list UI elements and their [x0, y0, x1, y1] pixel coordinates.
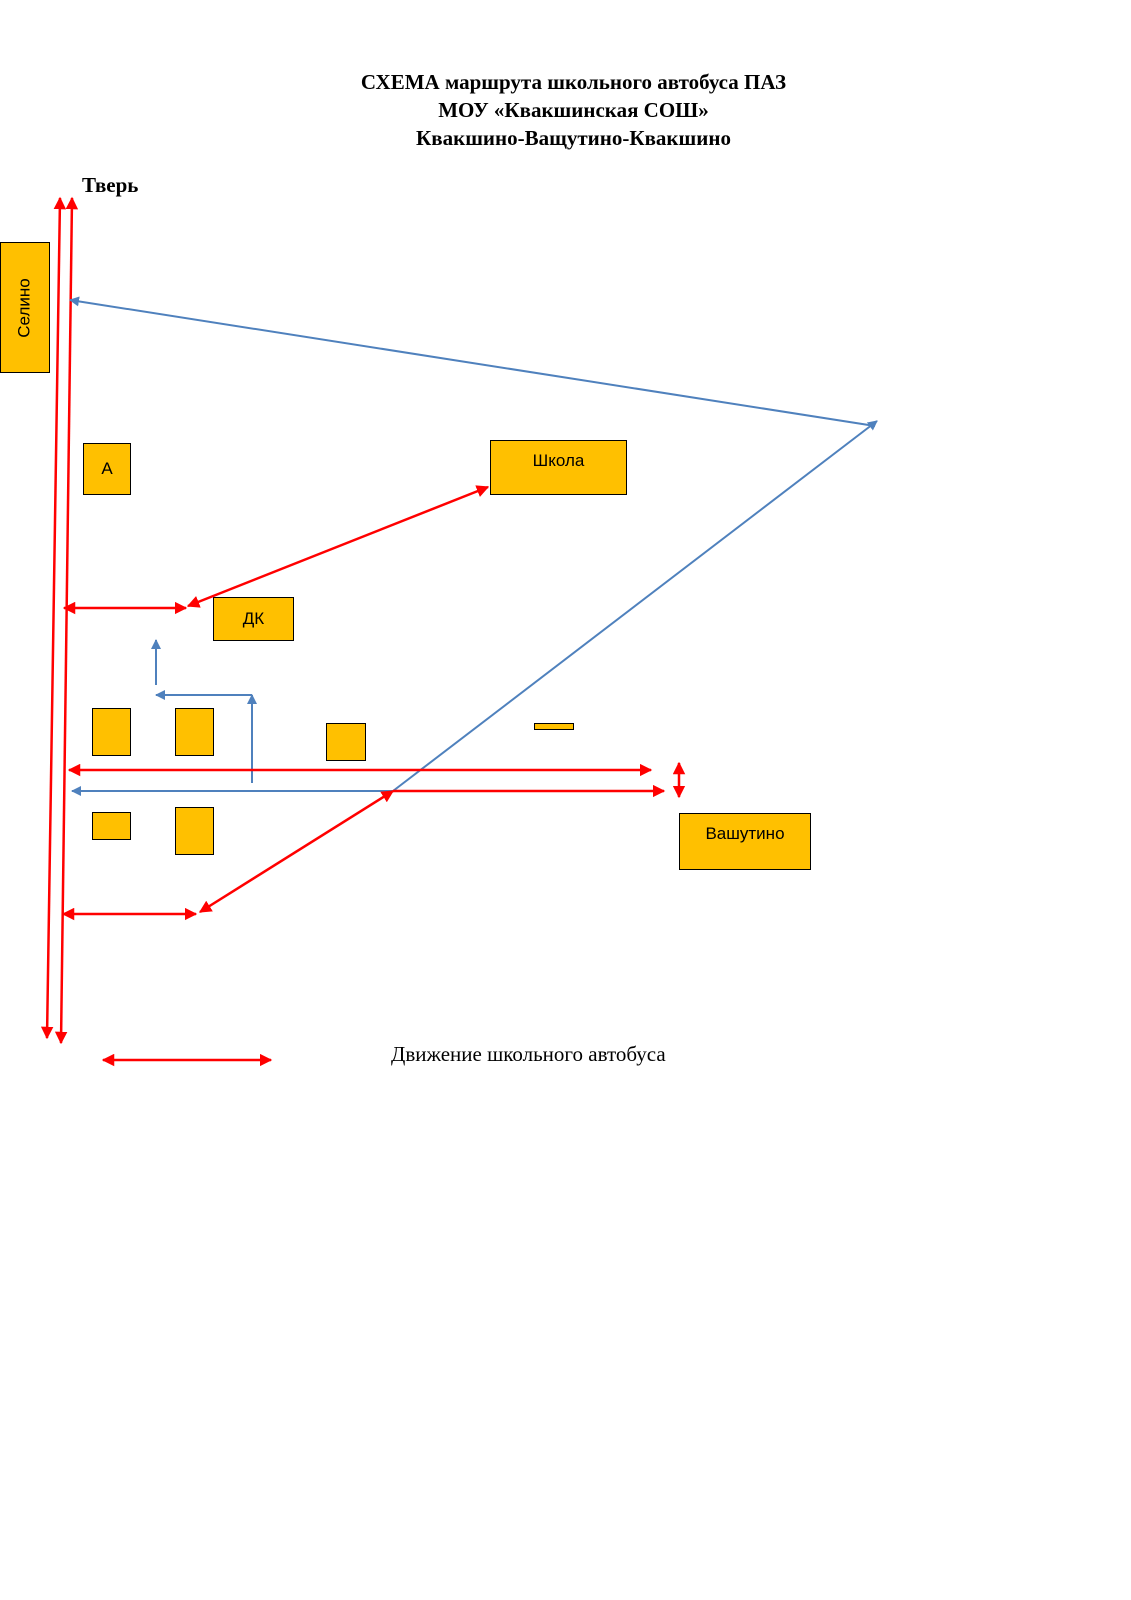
building-5 — [92, 812, 131, 840]
road-to-selino — [69, 296, 876, 427]
label-school: Школа — [532, 451, 585, 470]
box-a: А — [83, 443, 131, 495]
legend-label: Движение школьного автобуса — [391, 1042, 666, 1066]
building-3 — [326, 723, 366, 761]
title-line-2: МОУ «Квакшинская СОШ» — [438, 98, 709, 122]
label-tver: Тверь — [82, 173, 139, 197]
title-line-1: СХЕМА маршрута школьного автобуса ПАЗ — [360, 70, 787, 94]
route-diagonal-lower — [198, 789, 395, 914]
road-tver-right — [54, 196, 79, 1045]
label-a: А — [101, 459, 113, 478]
road-tver-left — [40, 196, 67, 1040]
label-dk: ДК — [242, 609, 265, 628]
box-vashutino: Вашутино — [679, 813, 811, 870]
box-school: Школа — [490, 440, 627, 495]
building-1 — [92, 708, 131, 756]
road-diagonal-east — [392, 420, 878, 792]
title-line-3: Квакшино-Ващутино-Квакшино — [416, 126, 731, 150]
route-dk-school — [186, 485, 490, 608]
label-vashutino: Вашутино — [705, 824, 785, 843]
building-4 — [534, 723, 574, 730]
building-2 — [175, 708, 214, 756]
diagram-title: СХЕМА маршрута школьного автобуса ПАЗ МО… — [0, 68, 1131, 152]
